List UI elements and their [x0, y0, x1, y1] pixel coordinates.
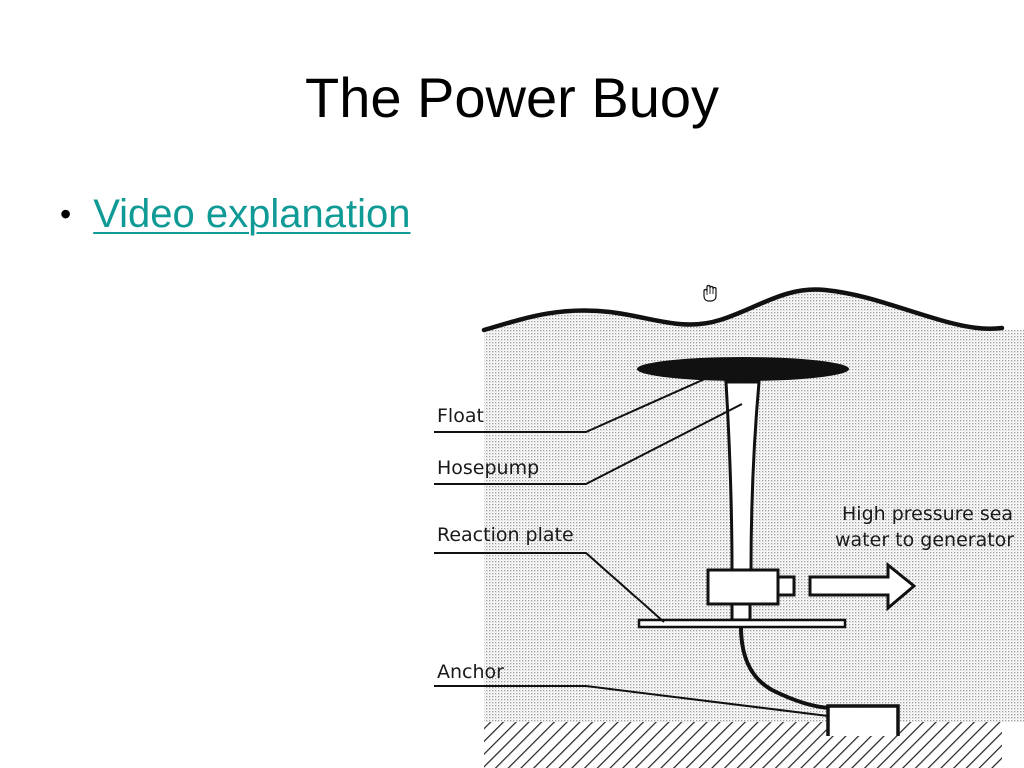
bullet-icon: • — [60, 195, 72, 232]
pump-box — [706, 568, 780, 606]
reaction-plate — [637, 618, 847, 629]
slide-title: The Power Buoy — [305, 66, 719, 129]
wave-surface — [481, 287, 1005, 333]
label-reaction-plate: Reaction plate — [437, 524, 574, 546]
video-explanation-link[interactable]: Video explanation — [93, 191, 411, 236]
pump-stem — [730, 602, 752, 622]
label-output-line1: High pressure sea — [842, 503, 1013, 525]
float-leader — [434, 373, 717, 433]
label-output-line2: water to generator — [835, 529, 1014, 551]
label-float: Float — [437, 405, 484, 427]
hand-cursor-icon — [703, 284, 717, 302]
anchor-line — [739, 626, 831, 710]
sea-bed — [484, 722, 1002, 768]
label-hosepump: Hosepump — [437, 457, 539, 479]
label-anchor: Anchor — [437, 661, 504, 683]
sea-water — [484, 291, 1024, 722]
anchor-block — [826, 704, 900, 736]
power-buoy-diagram: Float Hosepump Reaction plate Anchor Hig… — [420, 270, 1024, 768]
reaction-plate-leader — [434, 552, 665, 623]
float-disk — [637, 357, 849, 381]
power-buoy-svg: Float Hosepump Reaction plate Anchor Hig… — [434, 284, 1024, 768]
right-arrow-icon — [808, 561, 917, 612]
hosepump-leader — [434, 403, 743, 485]
pump-outlet — [776, 575, 796, 597]
anchor-leader — [434, 685, 829, 717]
bullet-item: • Video explanation — [60, 188, 411, 240]
